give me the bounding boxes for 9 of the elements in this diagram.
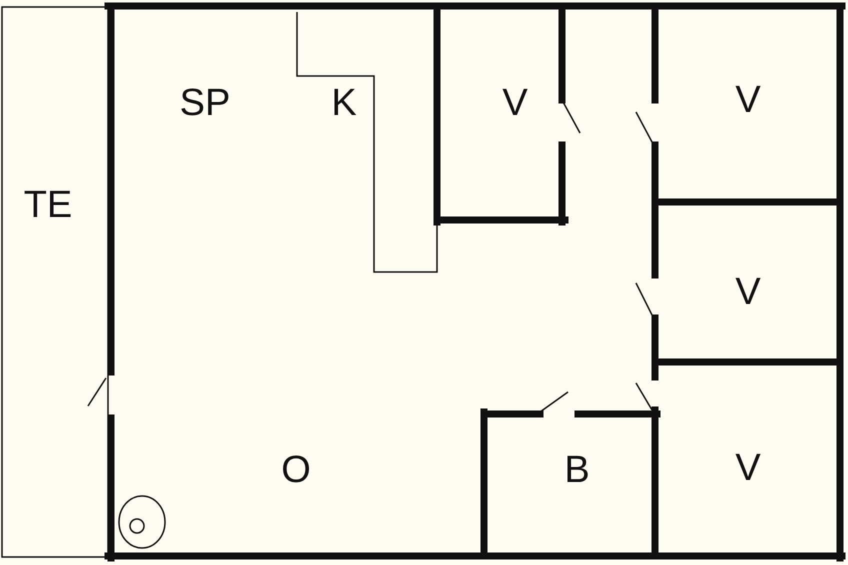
room-label: V bbox=[735, 273, 761, 311]
room-label: B bbox=[564, 451, 590, 489]
room-label: O bbox=[281, 451, 311, 489]
room-label: TE bbox=[24, 186, 72, 224]
room-label: V bbox=[735, 449, 761, 487]
room-label: K bbox=[331, 84, 357, 122]
room-label: SP bbox=[180, 84, 230, 122]
room-label: V bbox=[502, 84, 528, 122]
room-label: V bbox=[735, 81, 761, 119]
